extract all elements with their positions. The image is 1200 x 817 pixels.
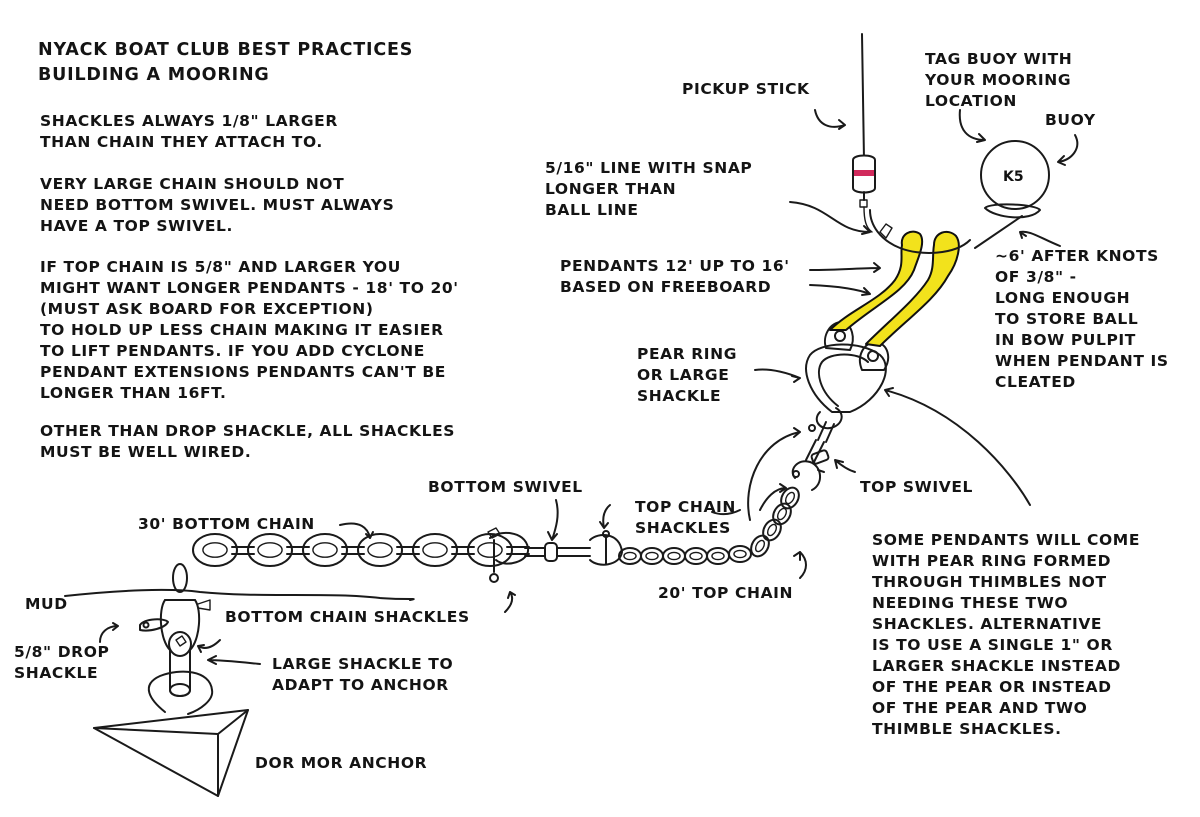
top-chain-shackle-upper [791,460,825,491]
top-chain-shackle-lower [589,530,623,566]
bottom-chain-connector [396,546,420,555]
label-buoy: BUOY [1045,111,1096,129]
snap-hook [879,223,893,239]
bottom-chain-link [302,533,348,567]
top-chain-link [762,518,782,542]
top-chain-link [772,502,792,526]
bottom-chain-connector [451,546,475,555]
large-anchor-shackle [168,631,192,697]
buoy: K5 [974,140,1050,249]
label-mud: MUD [25,595,68,613]
bottom-chain-connector [341,546,365,555]
top-chain-link-inner [784,491,796,505]
top-chain-link-inner [689,551,703,561]
note-shackle-size: SHACKLES ALWAYS 1/8" LARGER THAN CHAIN T… [40,112,338,151]
mud-line [64,588,415,601]
label-anchor: DOR MOR ANCHOR [255,754,428,772]
label-drop-shackle: 5/8" DROP SHACKLE [14,643,110,682]
top-chain-link-inner [667,551,681,561]
bottom-chain [192,533,530,567]
note-swivel: VERY LARGE CHAIN SHOULD NOT NEED BOTTOM … [40,175,395,235]
top-chain-link [728,545,752,563]
title-line-2: BUILDING A MOORING [38,65,270,85]
pendant-right [865,230,960,347]
top-chain-link-inner [766,523,778,537]
label-bottom-swivel: BOTTOM SWIVEL [428,478,583,496]
bottom-chain-link-inner [367,542,393,558]
top-chain-link-inner [754,539,766,553]
bottom-chain-connector [231,546,255,555]
dor-mor-anchor [93,670,249,797]
bottom-chain-link-inner [422,542,448,558]
bottom-swivel [524,542,591,562]
top-chain-link [640,547,664,565]
label-tag-buoy: TAG BUOY WITH YOUR MOORING LOCATION [925,50,1073,110]
bottom-chain-link-inner [312,542,338,558]
top-chain-link [618,547,642,565]
drop-shackle [139,563,211,651]
label-bottom-chain: 30' BOTTOM CHAIN [138,515,315,533]
label-line-with-snap: 5/16" LINE WITH SNAP LONGER THAN BALL LI… [545,159,753,219]
snap-line [869,209,971,254]
pickup-stick [852,33,876,233]
label-pendant-note: SOME PENDANTS WILL COME WITH PEAR RING F… [872,531,1141,738]
top-chain-link-inner [733,549,747,559]
title-line-1: NYACK BOAT CLUB BEST PRACTICES [38,40,414,60]
bottom-chain-link-inner [477,542,503,558]
note-wired: OTHER THAN DROP SHACKLE, ALL SHACKLES MU… [40,422,456,461]
label-top-chain-shackles: TOP CHAIN SHACKLES [635,498,736,537]
pendant-left [829,230,924,331]
top-chain-link-inner [623,551,637,561]
pear-ring [805,343,887,413]
top-chain-link [706,547,730,565]
bottom-chain-link [357,533,403,567]
bottom-chain-link-inner [202,542,228,558]
label-top-chain: 20' TOP CHAIN [658,584,794,602]
note-longer-pendants: IF TOP CHAIN IS 5/8" AND LARGER YOU MIGH… [40,258,459,402]
label-large-shackle: LARGE SHACKLE TO ADAPT TO ANCHOR [272,655,454,694]
pear-shackle-upper [808,407,843,432]
top-chain-link [684,547,708,565]
bottom-chain-link [412,533,458,567]
top-chain-link [662,547,686,565]
bottom-chain-link-inner [257,542,283,558]
label-ball-line: ~6' AFTER KNOTS OF 3/8" - LONG ENOUGH TO… [995,247,1169,391]
top-chain [618,486,800,565]
bottom-chain-link [247,533,293,567]
thimble-shackle-right [858,341,890,371]
label-bottom-chain-shackles: BOTTOM CHAIN SHACKLES [225,608,470,626]
top-chain-link [750,534,770,558]
top-chain-link-inner [645,551,659,561]
label-pendants: PENDANTS 12' UP TO 16' BASED ON FREEBOAR… [560,257,790,296]
bottom-chain-connector [286,546,310,555]
top-chain-link-inner [711,551,725,561]
callout-arrows [99,109,1079,665]
bottom-chain-link [192,533,238,567]
label-pear-ring: PEAR RING OR LARGE SHACKLE [637,345,738,405]
buoy-tag-text: K5 [1003,169,1024,185]
label-top-swivel: TOP SWIVEL [860,478,973,496]
label-pickup-stick: PICKUP STICK [682,80,810,98]
top-chain-link [780,486,800,510]
